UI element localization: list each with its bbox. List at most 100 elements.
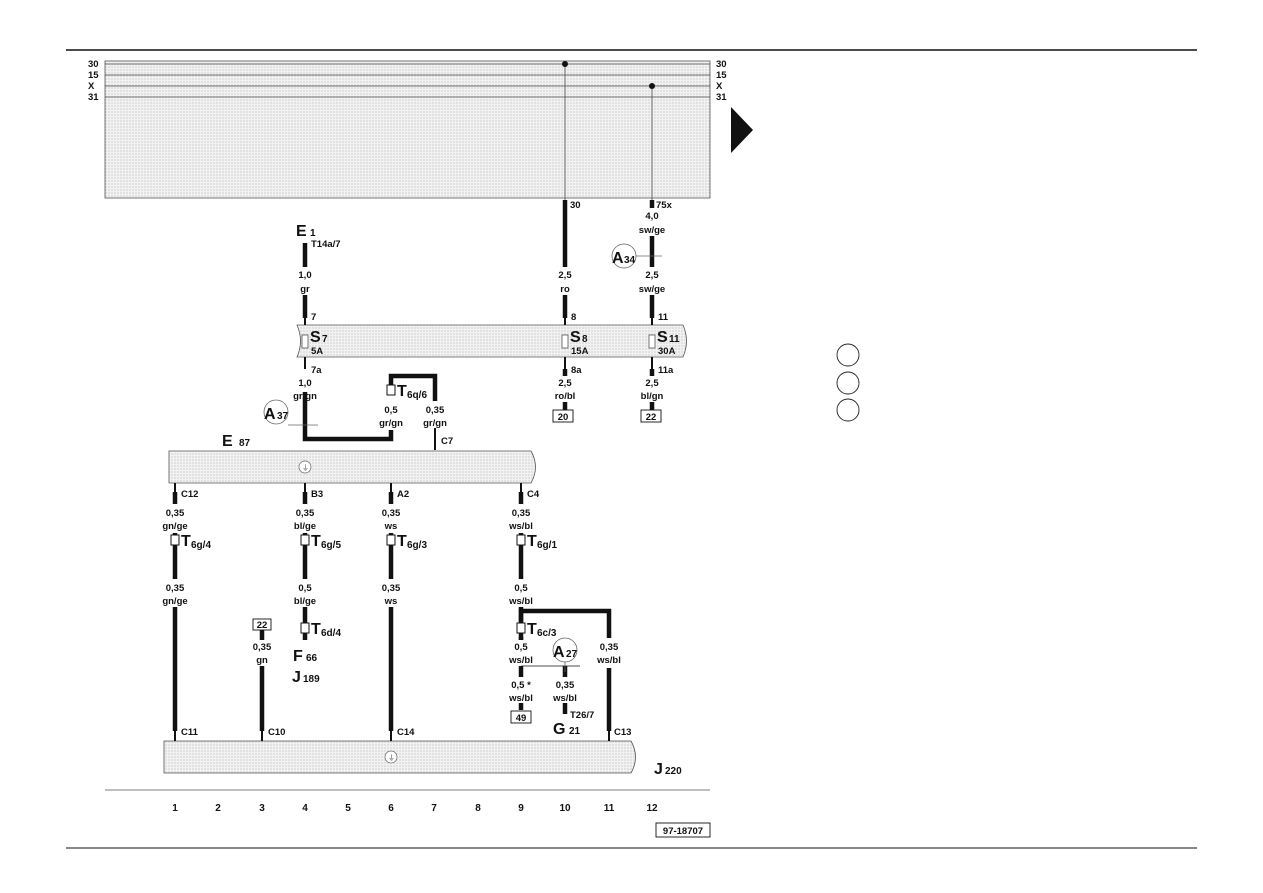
fuse-s8-sub: 8 bbox=[582, 334, 588, 345]
bus-label-30-right: 30 bbox=[716, 59, 727, 70]
wire-7a-color: gr/gn bbox=[293, 391, 317, 402]
t6d4-letter: T bbox=[311, 621, 321, 638]
pin-labels: C7 C12 B3 A2 C4 C11 C10 C14 C13 bbox=[181, 436, 631, 738]
wire-t6q-a-size: 0,5 bbox=[384, 405, 398, 416]
wire-11a-size: 2,5 bbox=[645, 378, 659, 389]
wire-e1-size: 1,0 bbox=[298, 270, 311, 281]
fuse-s8-letter: S bbox=[570, 329, 581, 346]
wire-g21-size: 0,35 bbox=[556, 680, 575, 691]
e87-letter: E bbox=[222, 433, 233, 450]
track-9: 9 bbox=[518, 803, 524, 814]
pin-c13: C13 bbox=[614, 727, 631, 738]
wire-75x-size-2: 2,5 bbox=[645, 270, 659, 281]
t6g1-letter: T bbox=[527, 533, 537, 550]
bus-taps bbox=[562, 61, 655, 200]
a27-sub: 27 bbox=[566, 649, 578, 660]
a34-sub: 34 bbox=[624, 255, 636, 266]
t6g3-sub: 6g/3 bbox=[407, 540, 427, 551]
wire-b3-color: bl/ge bbox=[294, 521, 316, 532]
track-2: 2 bbox=[215, 803, 221, 814]
wire-c4-size: 0,35 bbox=[512, 508, 531, 519]
pin-c7: C7 bbox=[441, 436, 453, 447]
fuse-s8-rating: 15A bbox=[571, 346, 589, 357]
legend-circle-3 bbox=[836, 398, 860, 422]
svg-text:⏚: ⏚ bbox=[388, 754, 395, 762]
fuse-s7-pin-out: 7a bbox=[311, 365, 322, 376]
fuse-s7-pin-in: 7 bbox=[311, 312, 316, 323]
fuse-s7-sub: 7 bbox=[322, 334, 328, 345]
track-3: 3 bbox=[259, 803, 265, 814]
t6g5-sub: 6g/5 bbox=[321, 540, 341, 551]
bus-label-31-right: 31 bbox=[716, 92, 727, 103]
e1-connector: T14a/7 bbox=[311, 239, 341, 250]
bus-label-31-left: 31 bbox=[88, 92, 99, 103]
wire-c4b-size: 0,5 bbox=[514, 583, 528, 594]
t6c3-letter: T bbox=[527, 621, 537, 638]
bus-label-15-right: 15 bbox=[716, 70, 727, 81]
connector-labels: T 6q/6 T 6g/4 T 6g/5 T 6g/3 T 6g/1 T 6d/… bbox=[181, 383, 557, 639]
wire-8a-ref: 20 bbox=[558, 412, 569, 423]
legend-circles bbox=[836, 343, 860, 422]
connector-lock-icons bbox=[170, 384, 526, 634]
t6q-sub: 6q/6 bbox=[407, 390, 427, 401]
e1-sub: 1 bbox=[310, 228, 316, 239]
fuse-s11-pin-in: 11 bbox=[658, 312, 669, 323]
t6g1-sub: 6g/1 bbox=[537, 540, 557, 551]
t6g4-letter: T bbox=[181, 533, 191, 550]
wires bbox=[172, 200, 655, 731]
track-8: 8 bbox=[475, 803, 481, 814]
wire-49-color: ws/bl bbox=[508, 693, 533, 704]
wire-b3-size: 0,35 bbox=[296, 508, 315, 519]
fuse-s11-sub: 11 bbox=[669, 334, 680, 345]
track-1: 1 bbox=[172, 803, 178, 814]
wire-t6c-size: 0,5 bbox=[514, 642, 528, 653]
wire-a2b-color: ws bbox=[384, 596, 398, 607]
bus-labels-right: 30 15 X 31 bbox=[716, 59, 727, 103]
wire-c10-size: 0,35 bbox=[253, 642, 272, 653]
continue-arrow-icon[interactable] bbox=[731, 107, 753, 153]
wire-c4-color: ws/bl bbox=[508, 521, 533, 532]
track-12: 12 bbox=[646, 803, 658, 814]
pin-c14: C14 bbox=[397, 727, 415, 738]
a27-letter: A bbox=[553, 644, 565, 661]
splice-a37-icon bbox=[263, 399, 289, 425]
j189-sub: 189 bbox=[303, 674, 320, 685]
fuse-s8-pin-out: 8a bbox=[571, 365, 582, 376]
e1-letter: E bbox=[296, 223, 307, 240]
e87-ground-icon bbox=[298, 460, 312, 474]
bus-label-30-left: 30 bbox=[88, 59, 99, 70]
wire-11a-color: bl/gn bbox=[641, 391, 664, 402]
pin-c4: C4 bbox=[527, 489, 540, 500]
f66-letter: F bbox=[293, 648, 303, 665]
track-7: 7 bbox=[431, 803, 437, 814]
wire-c13-color: ws/bl bbox=[596, 655, 621, 666]
wire-c12-size: 0,35 bbox=[166, 508, 185, 519]
fuse-panel bbox=[296, 324, 687, 358]
wire-c12b-size: 0,35 bbox=[166, 583, 185, 594]
wire-labels: 2,5 ro 4,0 sw/ge 2,5 sw/ge 1,0 gr 1,0 gr… bbox=[162, 211, 665, 724]
wire-8a-color: ro/bl bbox=[555, 391, 576, 402]
j220-ground-icon bbox=[384, 750, 398, 764]
pin-c11: C11 bbox=[181, 727, 199, 738]
fuse-s11-rating: 30A bbox=[658, 346, 676, 357]
fuse-s11-pin-out: 11a bbox=[658, 365, 674, 376]
wire-t6c-color: ws/bl bbox=[508, 655, 533, 666]
wire-c13-size: 0,35 bbox=[600, 642, 619, 653]
wire-b3b-color: bl/ge bbox=[294, 596, 316, 607]
a37-letter: A bbox=[264, 406, 276, 423]
bus-label-x-left: X bbox=[88, 81, 95, 92]
t6g5-letter: T bbox=[311, 533, 321, 550]
svg-text:⏚: ⏚ bbox=[302, 464, 309, 472]
t6c3-sub: 6c/3 bbox=[537, 628, 557, 639]
wire-7a-size: 1,0 bbox=[298, 378, 311, 389]
track-4: 4 bbox=[302, 803, 308, 814]
t6g4-sub: 6g/4 bbox=[191, 540, 211, 551]
wire-c10-color: gn bbox=[256, 655, 268, 666]
wire-49-ref: 49 bbox=[516, 713, 527, 724]
terminal-30-label: 30 bbox=[570, 200, 581, 211]
pin-stubs bbox=[174, 318, 653, 741]
pin-c12: C12 bbox=[181, 489, 198, 500]
wire-c12b-color: gn/ge bbox=[162, 596, 187, 607]
legend-circle-2 bbox=[836, 371, 860, 395]
track-5: 5 bbox=[345, 803, 351, 814]
